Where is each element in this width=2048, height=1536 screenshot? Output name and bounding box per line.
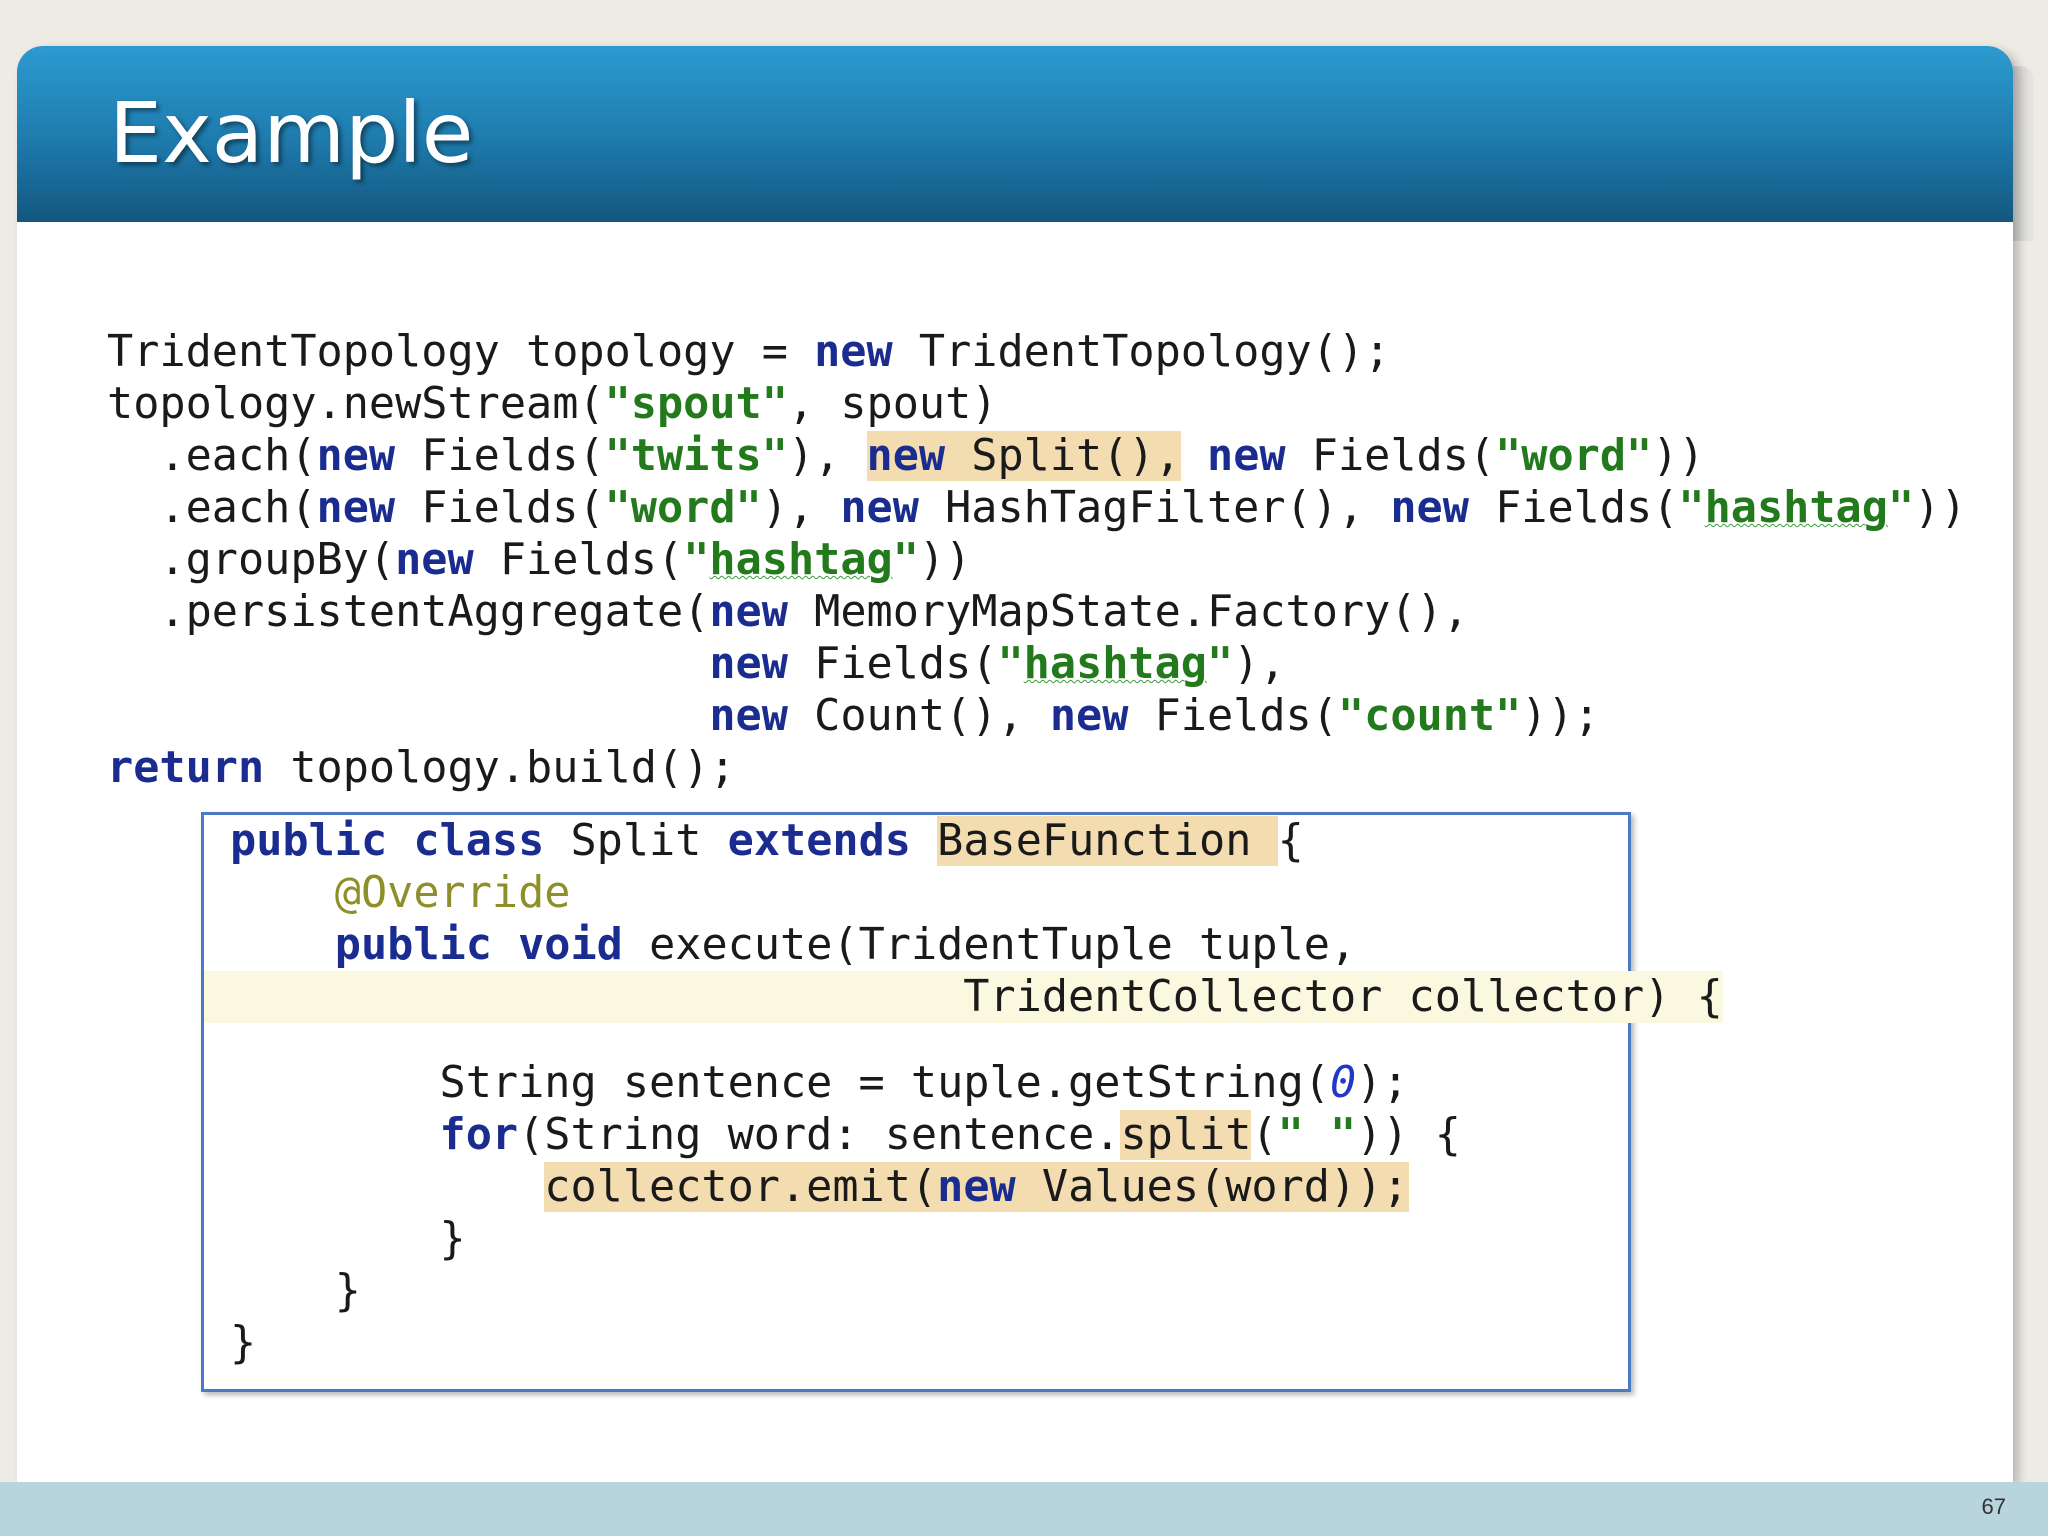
highlight-split-call: new Split(),: [866, 431, 1181, 481]
inset-line-2: @Override: [204, 867, 1723, 919]
inset-line-4-current: TridentCollector collector) {: [204, 971, 1723, 1023]
code-line-7: new Fields("hashtag"),: [709, 639, 1286, 689]
code-line-3: .each(new Fields("twits"), new Split(), …: [107, 431, 1705, 481]
slide-edge-shadow: [2012, 66, 2034, 241]
code-line-1: TridentTopology topology = new TridentTo…: [107, 327, 1391, 377]
title-bar: Example: [17, 46, 2013, 222]
footer-bar: 67: [0, 1482, 2048, 1536]
code-line-2: topology.newStream("spout", spout): [107, 379, 998, 429]
inset-line-5: String sentence = tuple.getString(0);: [230, 1058, 1409, 1108]
highlight-basefunction: BaseFunction: [937, 816, 1278, 866]
highlight-split-method: split: [1120, 1110, 1252, 1160]
spellcheck-hashtag: hashtag: [1704, 483, 1888, 533]
highlight-emit-call: collector.emit(new Values(word));: [544, 1162, 1409, 1212]
inset-line-8: }: [230, 1214, 466, 1264]
override-annotation: @Override: [334, 868, 571, 918]
code-line-6: .persistentAggregate(new MemoryMapState.…: [107, 587, 1469, 637]
slide: Example TridentTopology topology = new T…: [17, 46, 2013, 1482]
inset-line-6: for(String word: sentence.split(" ")) {: [439, 1110, 1461, 1160]
code-line-9: return topology.build();: [107, 743, 736, 793]
inset-line-10: }: [230, 1318, 257, 1368]
spellcheck-hashtag: hashtag: [1023, 639, 1207, 689]
inset-blank-line: [204, 1023, 1723, 1057]
inset-line-3: public void execute(TridentTuple tuple,: [334, 920, 1357, 970]
split-class-screenshot: ● public class Split extends BaseFunctio…: [201, 812, 1723, 1392]
inset-line-7: collector.emit(new Values(word));: [204, 1161, 1723, 1213]
inset-line-9: }: [230, 1266, 361, 1316]
spellcheck-hashtag: hashtag: [709, 535, 893, 585]
slide-title: Example: [109, 84, 474, 182]
code-line-8: new Count(), new Fields("count"));: [709, 691, 1600, 741]
split-class-code: public class Split extends BaseFunction …: [204, 815, 1723, 1369]
code-line-4: .each(new Fields("word"), new HashTagFil…: [107, 483, 1967, 533]
main-code-block: TridentTopology topology = new TridentTo…: [107, 326, 1967, 794]
code-line-5: .groupBy(new Fields("hashtag")): [107, 535, 972, 585]
inset-line-1: public class Split extends BaseFunction …: [230, 816, 1304, 866]
page-number: 67: [1981, 1494, 2006, 1519]
